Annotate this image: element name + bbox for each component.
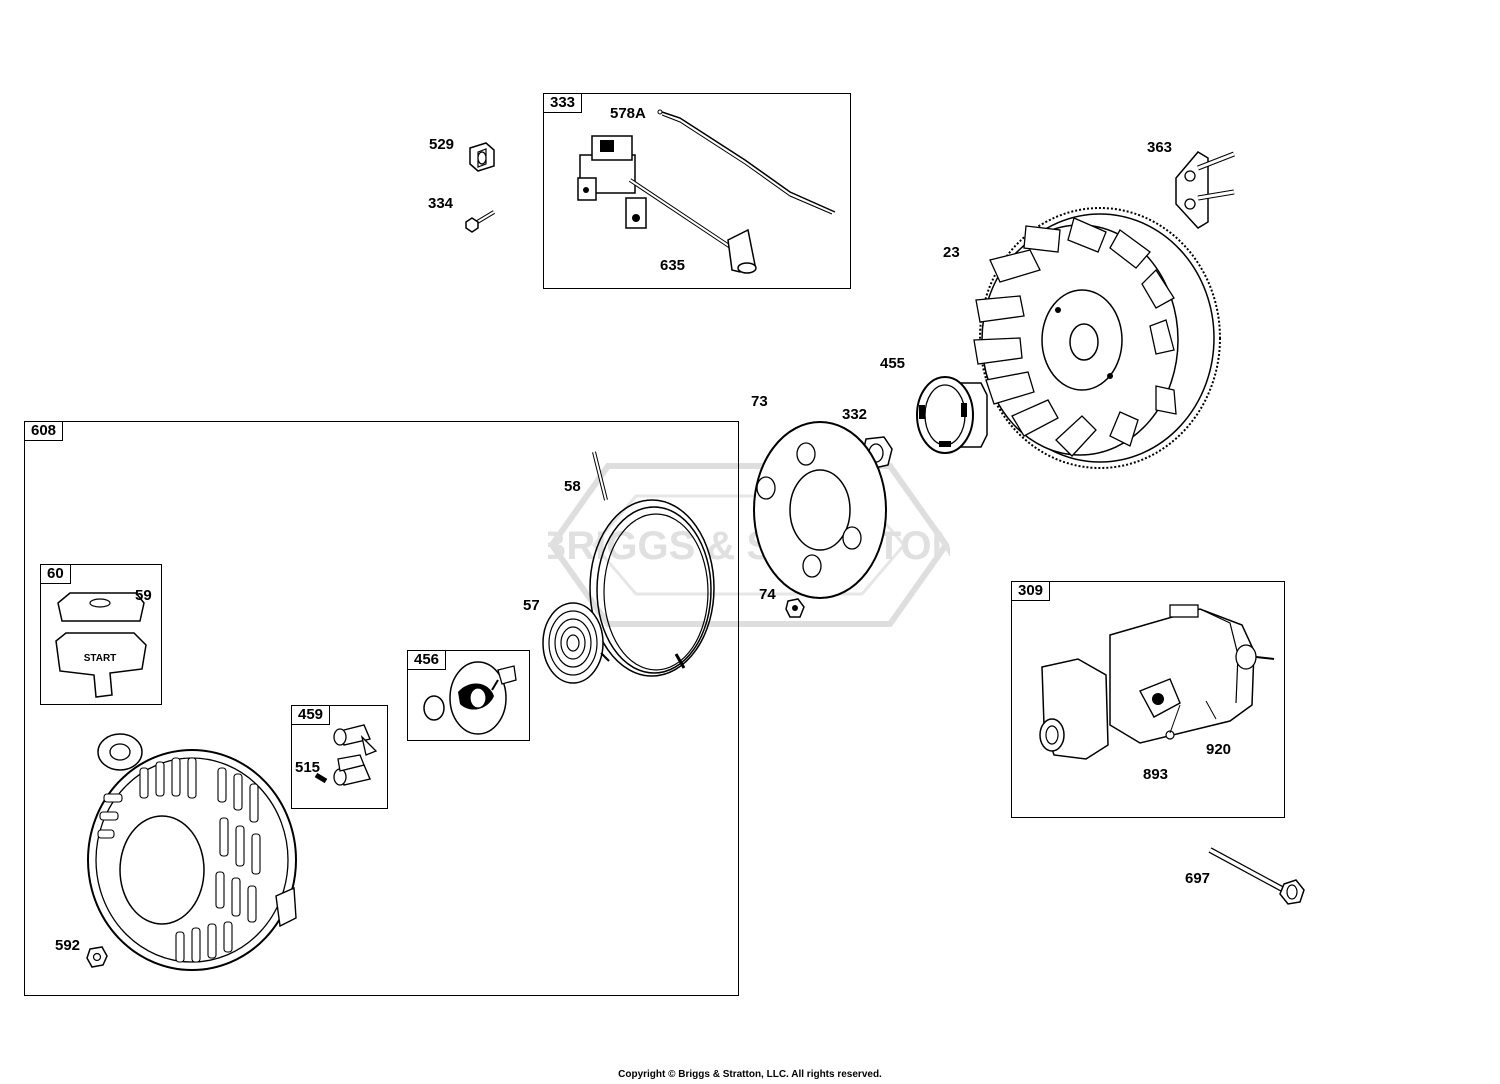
screw-part [465,210,496,233]
starter-motor-part [1039,604,1275,760]
handle-text: START [84,653,117,664]
starter-handle-part: START [55,592,147,698]
copyright-notice: Copyright © Briggs & Stratton, LLC. All … [618,1069,882,1080]
long-bolt-part [1208,847,1305,905]
rotating-screen-part [753,421,887,599]
pulley-kit-part [423,661,517,735]
callout-59: 59 [135,587,152,604]
flywheel-part [973,207,1221,469]
grommet-part [469,142,495,172]
callout-515: 515 [295,759,321,776]
callout-455: 455 [880,355,906,372]
callout-578a: 578A [610,105,646,122]
callout-57: 57 [523,597,540,614]
starter-housing-part [87,733,297,971]
ignition-coil-part [577,109,836,274]
kit-box-label: 608 [24,421,64,441]
callout-697: 697 [1185,870,1211,887]
callout-332: 332 [842,406,868,423]
starter-cup-part [916,376,988,454]
callout-73: 73 [751,393,768,410]
callout-74: 74 [759,586,776,603]
kit-box-459: 459 [291,705,388,809]
callout-363: 363 [1147,139,1173,156]
callout-635: 635 [660,257,686,274]
screen-screw-part [785,598,805,618]
kit-box-label: 309 [1011,581,1051,601]
callout-893: 893 [1143,766,1169,783]
kit-box-608: 608 [24,421,739,996]
callout-592: 592 [55,937,81,954]
bracket-bolts-part [1175,151,1235,229]
callout-529: 529 [429,136,455,153]
callout-334: 334 [428,195,454,212]
kit-box-333: 333 [543,93,851,289]
callout-58: 58 [564,478,581,495]
pawls-part [314,724,378,786]
callout-23: 23 [943,244,960,261]
kit-box-label: 333 [543,93,583,113]
kit-box-60: 60 [40,564,162,705]
kit-box-456: 456 [407,650,530,741]
callout-920: 920 [1206,741,1232,758]
kit-box-label: 60 [40,564,71,584]
kit-box-309: 309 [1011,581,1285,818]
kit-box-label: 456 [407,650,447,670]
starter-rope-part [589,451,715,677]
housing-nut-part [86,946,108,968]
kit-box-label: 459 [291,705,331,725]
recoil-spring-part [542,602,610,684]
